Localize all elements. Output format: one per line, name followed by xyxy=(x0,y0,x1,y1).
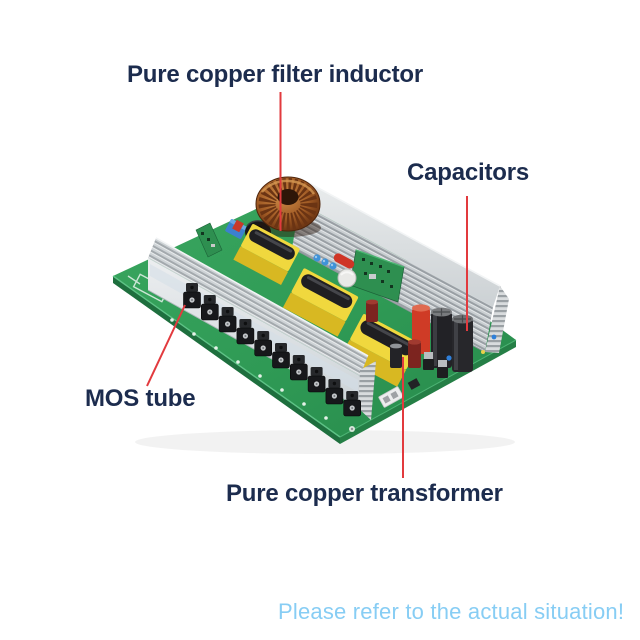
mos-tube xyxy=(307,366,326,393)
led-blue-2 xyxy=(491,334,497,340)
capacitor-darkred-2 xyxy=(408,342,421,368)
red-component-small xyxy=(232,219,244,233)
mos-tube xyxy=(272,342,290,369)
transistor-small-2 xyxy=(437,360,448,378)
label-mos-tube: MOS tube xyxy=(85,385,196,412)
transistor-small-1 xyxy=(423,352,434,370)
label-transformer: Pure copper transformer xyxy=(226,480,503,507)
transformer-2 xyxy=(282,268,359,337)
toroid-inductor xyxy=(255,176,321,237)
mos-tube xyxy=(289,354,308,381)
callout-lines xyxy=(146,92,468,478)
transformer-1 xyxy=(233,224,300,285)
red-cylinder-component xyxy=(333,253,355,269)
control-board-left xyxy=(195,222,223,258)
label-capacitors: Capacitors xyxy=(407,159,530,186)
mos-tube xyxy=(200,294,219,321)
mos-tube xyxy=(343,390,362,417)
mos-tube xyxy=(236,318,255,345)
electrolytic-capacitor-1 xyxy=(431,307,452,368)
electrolytic-capacitor-2 xyxy=(452,314,473,372)
capacitor-darkred-1 xyxy=(366,302,378,322)
mos-tube xyxy=(325,378,344,405)
small-capacitors-blue xyxy=(313,254,337,270)
mos-tube xyxy=(183,282,201,309)
solder-pads xyxy=(170,318,328,420)
capacitor-cluster xyxy=(366,299,497,378)
mos-tube xyxy=(218,306,237,333)
dot-yellow xyxy=(481,350,485,354)
led-blue xyxy=(446,355,452,361)
footer-note: Please refer to the actual situation! xyxy=(278,599,625,624)
mos-tube xyxy=(254,330,273,357)
front-edge-parts xyxy=(349,378,421,432)
board-shadow xyxy=(135,430,515,454)
control-board-right xyxy=(349,249,405,303)
callout-line-mos-tube xyxy=(146,304,186,387)
label-filter-inductor: Pure copper filter inductor xyxy=(127,61,423,88)
capacitor-black-small xyxy=(390,346,402,368)
round-capacitor-white xyxy=(337,268,357,288)
